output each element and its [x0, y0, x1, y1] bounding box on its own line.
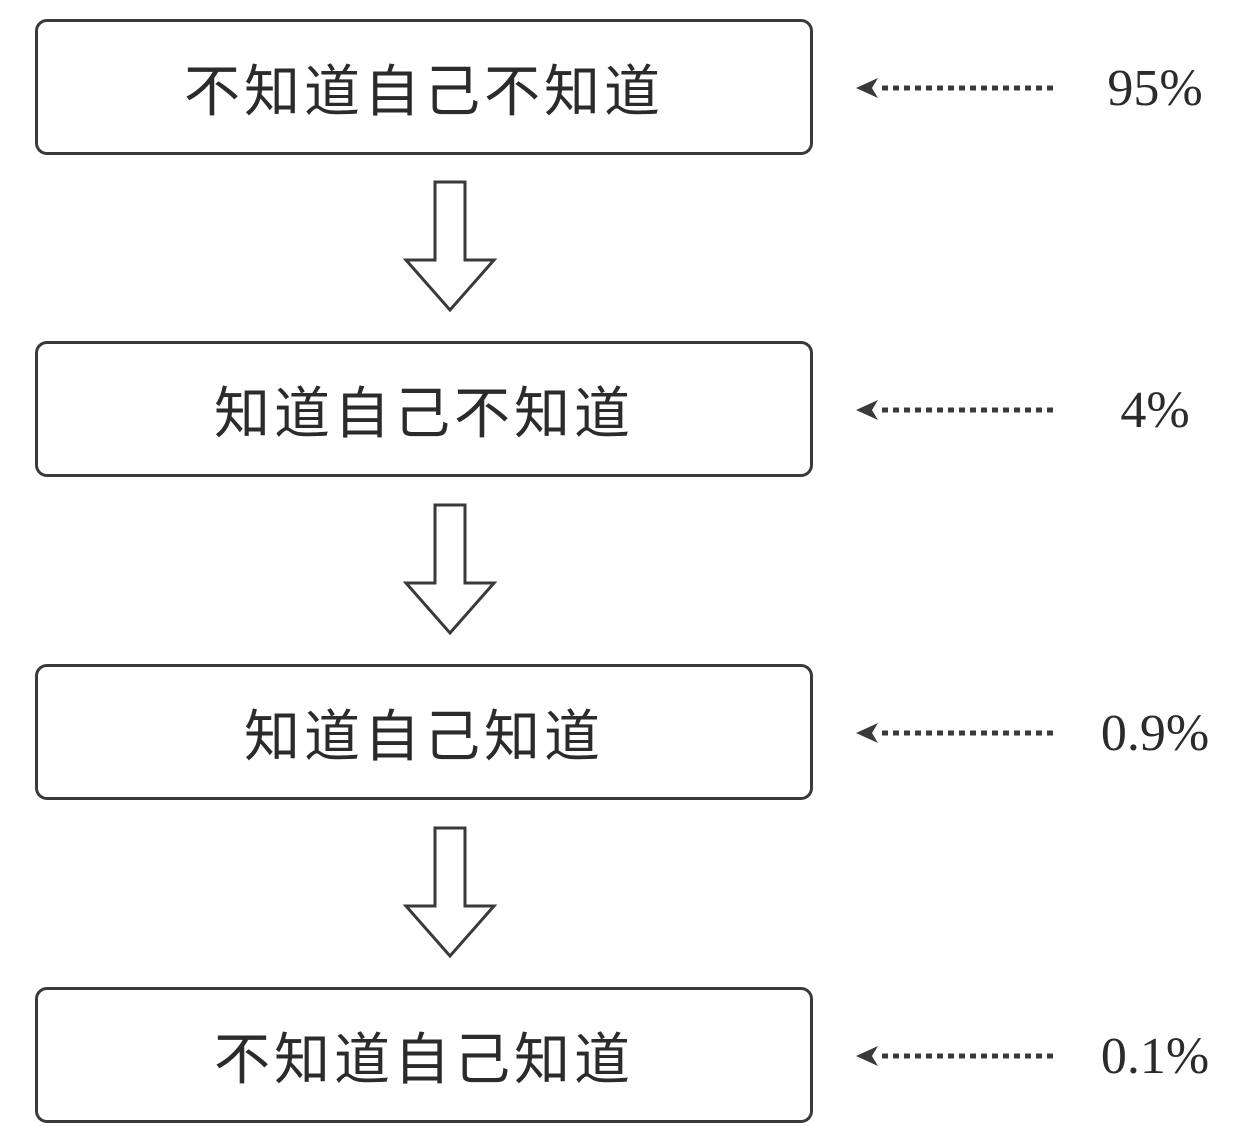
percentage-4: 0.1% [1100, 1027, 1210, 1085]
stage-box-4: 不知道自己知道 [35, 987, 813, 1123]
percentage-2: 4% [1120, 381, 1190, 439]
pointer-arrow-icon-2 [856, 400, 1058, 420]
pointer-arrow-icon-4 [856, 1046, 1058, 1066]
percentage-1: 95% [1107, 59, 1203, 117]
stage-label-3: 知道自己知道 [244, 704, 604, 770]
stage-label-1: 不知道自己不知道 [184, 59, 664, 125]
stage-box-1: 不知道自己不知道 [35, 19, 813, 155]
stage-box-3: 知道自己知道 [35, 664, 813, 800]
down-arrow-icon-1 [402, 180, 498, 313]
pointer-arrow-icon-3 [856, 723, 1058, 743]
stage-label-2: 知道自己不知道 [214, 381, 634, 447]
down-arrow-icon-2 [402, 503, 498, 636]
pointer-arrow-icon-1 [856, 78, 1058, 98]
stage-label-4: 不知道自己知道 [214, 1027, 634, 1093]
stage-box-2: 知道自己不知道 [35, 341, 813, 477]
down-arrow-icon-3 [402, 826, 498, 959]
percentage-3: 0.9% [1100, 704, 1210, 762]
